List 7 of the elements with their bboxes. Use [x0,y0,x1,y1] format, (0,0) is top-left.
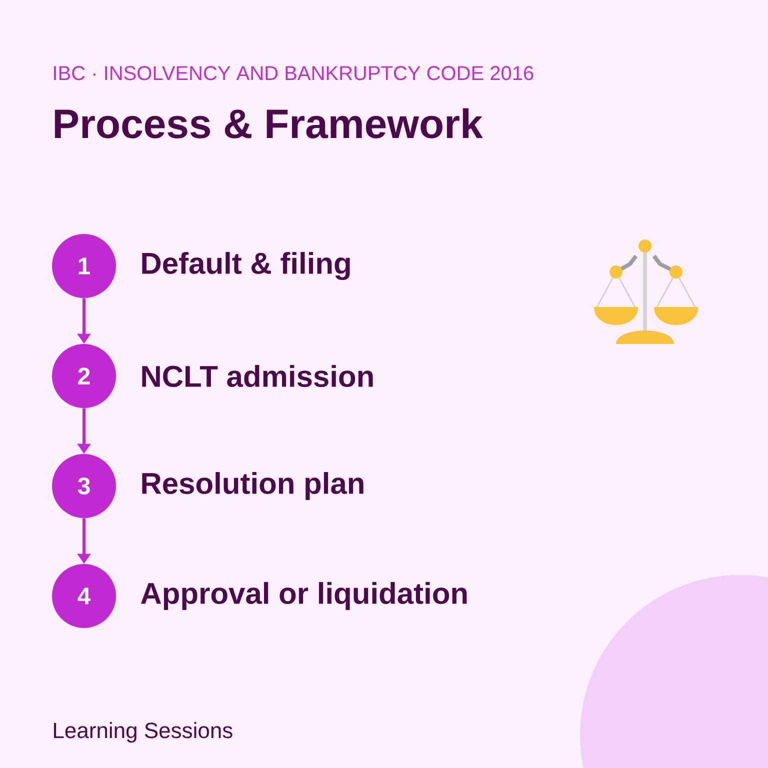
footer-text: Learning Sessions [54,722,232,743]
step-label: Resolution plan [142,472,364,500]
step-label: Default & filing [142,252,350,280]
title: Process & Framework [54,108,483,138]
step-label: Approval or liquidation [140,582,467,610]
kicker-text: IBC · INSOLVENCY AND BANKRUPTCY CODE 2016 [54,66,534,80]
step-label: NCLT admission [142,365,373,388]
